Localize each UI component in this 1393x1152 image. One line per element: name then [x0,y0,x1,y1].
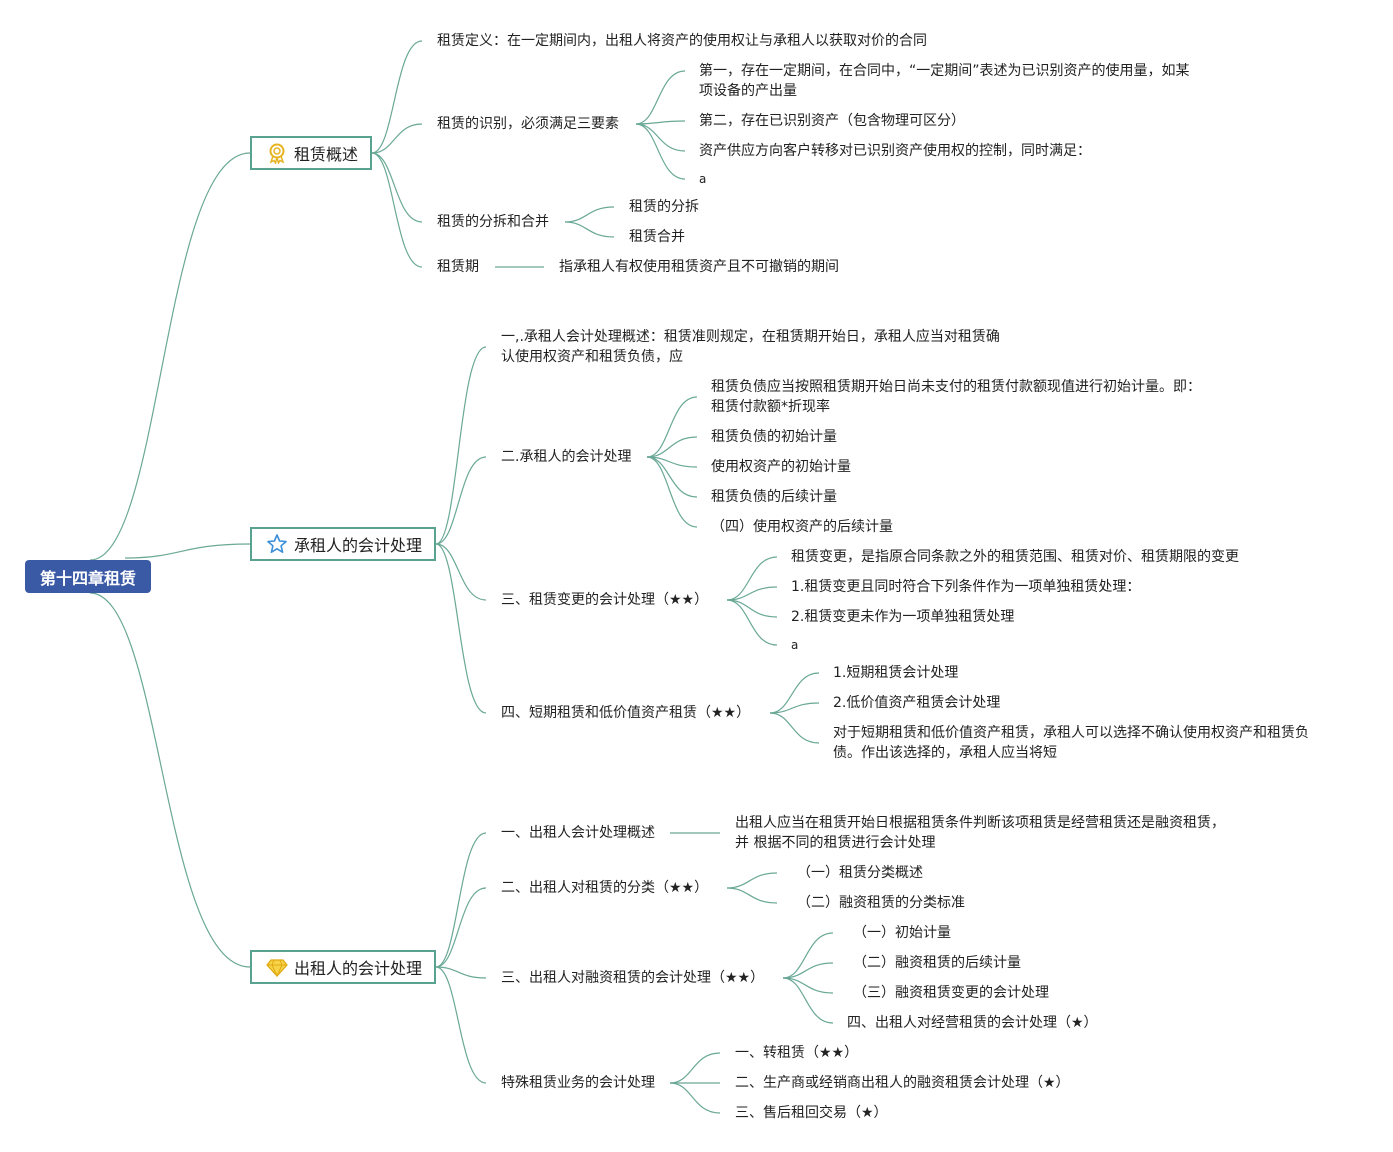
branch-lease-overview[interactable]: 租赁概述 [250,136,372,170]
subtopic-identification-2[interactable]: 第二，存在已识别资产（包含物理可区分） [699,113,965,129]
branch-lessor-accounting[interactable]: 出租人的会计处理 [250,950,436,984]
topic-lease-definition[interactable]: 租赁定义：在一定期间内，出租人将资产的使用权让与承租人以获取对价的合同 [437,33,927,49]
subtopic-finance-subsequent[interactable]: （二）融资租赁的后续计量 [853,955,1021,971]
connector-17 [435,543,487,714]
connector-40 [782,977,834,1024]
topic-lease-identification[interactable]: 租赁的识别，必须满足三要素 [437,116,619,132]
connector-21 [646,456,698,498]
branch-label: 租赁概述 [294,145,359,164]
subtopic-finance-modification[interactable]: （三）融资租赁变更的会计处理 [853,985,1049,1001]
connector-3 [371,40,423,154]
subtopic-split[interactable]: 租赁的分拆 [629,199,699,215]
connector-9 [635,123,686,152]
connector-5 [371,152,423,223]
subtopic-short-term[interactable]: 1.短期租赁会计处理 [833,665,959,681]
connector-26 [726,599,778,646]
connector-29 [769,712,820,744]
subtopic-modification-3[interactable]: a [791,638,799,652]
subtopic-finance-criteria[interactable]: （二）融资租赁的分类标准 [797,895,965,911]
topic-lessee-overview[interactable]: 一,.承租人会计处理概述：租赁准则规定，在租赁期开始日，承租人应当对租赁确认使用… [501,329,1000,365]
subtopic-sale-leaseback[interactable]: 三、售后租回交易（★） [735,1105,888,1121]
connector-37 [782,932,834,979]
connector-36 [726,887,778,904]
connector-32 [435,966,487,979]
connector-7 [635,70,686,125]
subtopic-identification-3[interactable]: 资产供应方向客户转移对已识别资产使用权的控制，同时满足： [699,143,1091,159]
connector-18 [646,396,698,458]
connector-31 [435,887,487,968]
topic-lease-modification[interactable]: 三、租赁变更的会计处理（★★） [501,592,709,608]
connector-0 [89,152,251,561]
diamond-icon [266,956,288,978]
subtopic-identification-1[interactable]: 第一，存在一定期间，在合同中，“一定期间”表述为已识别资产的使用量，如某项设备的… [699,63,1190,99]
subtopic-operating-lease[interactable]: 四、出租人对经营租赁的会计处理（★） [847,1015,1098,1031]
topic-lease-term[interactable]: 租赁期 [437,259,479,275]
star-outline-icon [266,533,288,555]
connector-11 [564,206,615,223]
connector-10 [635,123,686,180]
connector-16 [435,543,487,601]
subtopic-modification-1[interactable]: 1.租赁变更且同时符合下列条件作为一项单独租赁处理： [791,579,1141,595]
subtopic-liability-initial[interactable]: 租赁负债的初始计量 [711,429,837,445]
connector-30 [435,832,487,968]
topic-finance-lease-accounting[interactable]: 三、出租人对融资租赁的会计处理（★★） [501,970,765,986]
subtopic-classification-overview[interactable]: （一）租赁分类概述 [797,865,923,881]
connector-24 [726,586,778,601]
connector-14 [435,346,487,545]
topic-split-merge[interactable]: 租赁的分拆和合并 [437,214,549,230]
connector-43 [669,1082,721,1114]
subtopic-identification-4[interactable]: a [699,172,707,186]
connector-28 [769,702,820,714]
topic-special-lease[interactable]: 特殊租赁业务的会计处理 [501,1075,655,1091]
subtopic-rou-subsequent[interactable]: （四）使用权资产的后续计量 [711,519,893,535]
subtopic-modification-2[interactable]: 2.租赁变更未作为一项单独租赁处理 [791,609,1015,625]
connector-27 [769,672,820,714]
connector-41 [669,1052,721,1084]
connector-6 [371,152,423,268]
connector-38 [782,962,834,979]
topic-lessee-accounting[interactable]: 二.承租人的会计处理 [501,449,632,465]
subtopic-low-value[interactable]: 2.低价值资产租赁会计处理 [833,695,1001,711]
subtopic-initial-measure[interactable]: （一）初始计量 [853,925,951,941]
topic-lessor-overview[interactable]: 一、出租人会计处理概述 [501,825,655,841]
root-topic[interactable]: 第十四章租赁 [25,560,151,593]
connector-1 [124,543,251,559]
subtopic-rou-initial[interactable]: 使用权资产的初始计量 [711,459,851,475]
subtopic-liability-measure[interactable]: 租赁负债应当按照租赁期开始日尚未支付的租赁付款额现值进行初始计量。即：租赁付款额… [711,379,1201,415]
connector-12 [564,221,615,238]
branch-label: 承租人的会计处理 [294,536,423,555]
subtopic-lease-term-def[interactable]: 指承租人有权使用租赁资产且不可撤销的期间 [559,259,839,275]
award-ribbon-icon [266,142,288,164]
connector-22 [646,456,698,528]
subtopic-election[interactable]: 对于短期租赁和低价值资产租赁，承租人可以选择不确认使用权资产和租赁负债。作出该选… [833,725,1309,761]
branch-lessee-accounting[interactable]: 承租人的会计处理 [250,527,436,561]
connector-15 [435,456,487,545]
subtopic-liability-subsequent[interactable]: 租赁负债的后续计量 [711,489,837,505]
connector-4 [371,123,423,154]
topic-lessor-classification[interactable]: 二、出租人对租赁的分类（★★） [501,880,709,896]
connector-33 [435,966,487,1084]
subtopic-lessor-judgement[interactable]: 出租人应当在租赁开始日根据租赁条件判断该项租赁是经营租赁还是融资租赁，并 根据不… [735,815,1225,851]
connector-2 [89,592,251,968]
topic-short-term-lease[interactable]: 四、短期租赁和低价值资产租赁（★★） [501,705,751,721]
connector-39 [782,977,834,994]
subtopic-sublease[interactable]: 一、转租赁（★★） [735,1045,859,1061]
connector-19 [646,436,698,458]
connector-23 [726,556,778,601]
subtopic-manufacturer-lessor[interactable]: 二、生产商或经销商出租人的融资租赁会计处理（★） [735,1075,1070,1091]
branch-label: 出租人的会计处理 [294,959,423,978]
subtopic-modification-def[interactable]: 租赁变更，是指原合同条款之外的租赁范围、租赁对价、租赁期限的变更 [791,549,1239,565]
connector-35 [726,872,778,889]
subtopic-merge[interactable]: 租赁合并 [629,229,685,245]
